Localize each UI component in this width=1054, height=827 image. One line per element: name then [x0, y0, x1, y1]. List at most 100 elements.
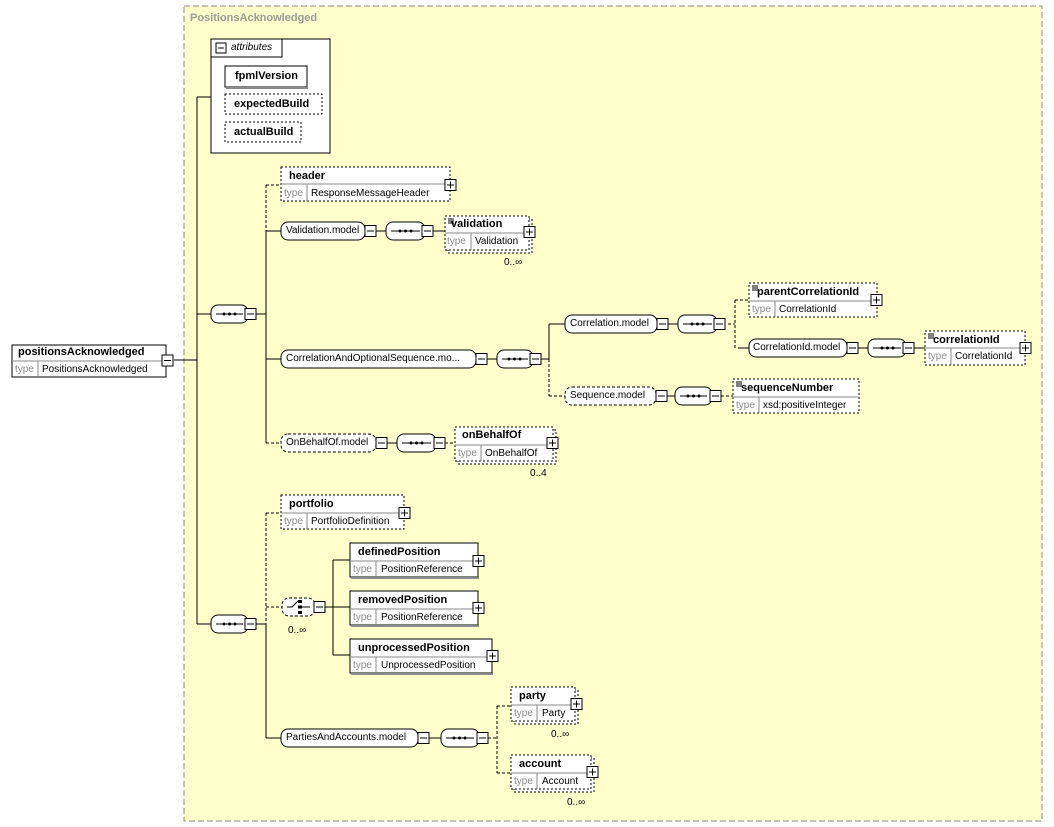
on-behalf-of-name: onBehalfOf: [462, 429, 522, 441]
element-box-unprocessed-position: [349, 638, 499, 675]
model-box-parties-accounts: [280, 728, 430, 748]
defined-position-expand-button[interactable]: [473, 555, 484, 566]
sequence-collapse-button[interactable]: [245, 308, 256, 319]
group-title: PositionsAcknowledged: [190, 12, 318, 24]
correlation-id-model-label: CorrelationId.model: [753, 342, 841, 353]
correlation-id-name: correlationId: [933, 334, 1000, 346]
element-box-account: [510, 754, 599, 793]
defined-position-type-key: type: [353, 564, 372, 575]
removed-position-name: removedPosition: [358, 594, 448, 606]
model-box-correlation-id: [748, 338, 859, 358]
header-name: header: [289, 170, 326, 182]
correlation-id-type-value: CorrelationId: [955, 351, 1013, 362]
sequence-compositor: [396, 433, 446, 453]
model-box-correlation: [564, 314, 669, 334]
removed-position-type-key: type: [353, 612, 372, 623]
removed-position-expand-button[interactable]: [473, 602, 484, 613]
party-name: party: [519, 690, 546, 702]
parent-correlation-id-name: parentCorrelationId: [757, 286, 860, 298]
sequence-number-type-value: xsd:positiveInteger: [763, 400, 847, 411]
root-collapse-button[interactable]: [162, 355, 173, 366]
model-box-sequence: [564, 386, 668, 406]
element-box-removed-position: [349, 590, 485, 627]
correlation-model-label: Correlation.model: [570, 318, 649, 329]
model-box-validation: [280, 221, 377, 241]
element-box-on-behalf-of: [454, 426, 559, 465]
on-behalf-of-cardinality: 0..4: [530, 468, 547, 479]
party-cardinality: 0..∞: [551, 729, 570, 740]
unprocessed-position-type-value: UnprocessedPosition: [381, 660, 476, 671]
choice-collapse-button[interactable]: [314, 601, 325, 612]
attributes-collapse-button[interactable]: [216, 43, 226, 53]
connector-lines: [174, 96, 925, 739]
choice-cardinality: 0..∞: [288, 625, 307, 636]
validation-name: validation: [451, 218, 503, 230]
sequence-number-name: sequenceNumber: [741, 382, 834, 394]
account-type-value: Account: [542, 776, 579, 787]
on-behalf-of-model-label: OnBehalfOf.model: [286, 437, 369, 448]
model-box-correlation-sequence: [280, 349, 488, 369]
sequence-compositor: [867, 338, 915, 358]
portfolio-type-key: type: [284, 516, 303, 527]
parent-correlation-id-type-key: type: [752, 304, 771, 315]
header-expand-button[interactable]: [445, 179, 456, 190]
sequence-compositor: [677, 314, 726, 334]
portfolio-name: portfolio: [289, 498, 334, 510]
attributes-label: attributes: [231, 42, 273, 53]
root-element-name: positionsAcknowledged: [18, 346, 145, 358]
portfolio-type-value: PortfolioDefinition: [311, 516, 390, 527]
removed-position-type-value: PositionReference: [381, 612, 463, 623]
attr-box-expectedBuild: [224, 93, 323, 115]
on-behalf-of-expand-button[interactable]: [547, 437, 558, 448]
party-type-value: Party: [542, 708, 566, 719]
attr-fpmlVersion: fpmlVersion: [235, 70, 298, 82]
party-type-key: type: [514, 708, 533, 719]
sequence-collapse-button[interactable]: [245, 618, 256, 629]
validation-model-label: Validation.model: [286, 225, 360, 236]
correlation-id-expand-button[interactable]: [1020, 342, 1031, 353]
validation-expand-button[interactable]: [524, 226, 535, 237]
root-element-box: [11, 344, 167, 378]
root-type-value: PositionsAcknowledged: [42, 364, 148, 375]
sequence-compositor: [674, 386, 722, 406]
validation-type-value: Validation: [475, 236, 519, 247]
element-box-party: [510, 686, 583, 725]
element-box-sequence-number: [732, 378, 860, 414]
element-box-parent-correlation-id: [748, 282, 883, 318]
sequence-model-label: Sequence.model: [570, 390, 646, 401]
attr-expectedBuild: expectedBuild: [234, 98, 310, 110]
parties-accounts-model-label: PartiesAndAccounts.model: [286, 732, 407, 743]
attr-actualBuild: actualBuild: [234, 126, 294, 138]
parent-correlation-id-type-value: CorrelationId: [779, 304, 837, 315]
defined-position-name: definedPosition: [358, 546, 441, 558]
validation-cardinality: 0..∞: [504, 257, 523, 268]
element-box-header: [280, 166, 457, 202]
element-box-defined-position: [349, 542, 485, 579]
sequence-compositor: [385, 221, 434, 241]
element-box-correlation-id: [924, 330, 1032, 366]
validation-type-key: type: [447, 236, 466, 247]
party-expand-button[interactable]: [571, 698, 582, 709]
correlation-id-type-key: type: [928, 351, 947, 362]
sequence-number-type-key: type: [736, 400, 755, 411]
portfolio-expand-button[interactable]: [399, 507, 410, 518]
account-type-key: type: [514, 776, 533, 787]
unprocessed-position-expand-button[interactable]: [487, 650, 498, 661]
account-cardinality: 0..∞: [567, 797, 586, 808]
correlation-sequence-model-label: CorrelationAndOptionalSequence.mo...: [286, 353, 460, 364]
header-type-key: type: [284, 188, 303, 199]
sequence-compositor: [496, 349, 542, 369]
account-expand-button[interactable]: [587, 766, 598, 777]
sequence-compositor: [210, 304, 257, 324]
unprocessed-position-name: unprocessedPosition: [358, 642, 470, 654]
element-box-validation: [444, 215, 536, 254]
optional-connector-lines: [265, 184, 749, 774]
on-behalf-of-type-value: OnBehalfOf: [485, 448, 538, 459]
model-box-on-behalf-of: [280, 433, 388, 453]
attr-box-actualBuild: [224, 121, 302, 143]
on-behalf-of-type-key: type: [458, 448, 477, 459]
parent-correlation-id-expand-button[interactable]: [871, 294, 882, 305]
header-type-value: ResponseMessageHeader: [311, 188, 430, 199]
element-box-portfolio: [280, 494, 411, 530]
